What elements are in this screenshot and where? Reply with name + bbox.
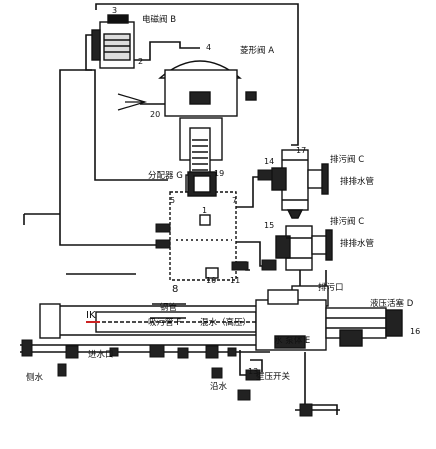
- label-drain-outlet: 排污口: [318, 282, 344, 293]
- drain-valve-upper: [271, 149, 329, 219]
- control-line-outer: [59, 69, 160, 246]
- part-16: 16: [410, 327, 420, 336]
- part-7: 7: [232, 196, 237, 205]
- part-3: 3: [112, 6, 117, 15]
- label-ik: IK: [86, 310, 96, 321]
- part-5: 5: [170, 196, 175, 205]
- component-labels: 电磁阀 B 菱形阀 A 分配器 G 排污阀 C 排排水管 排污阀 C 排排水管 …: [26, 14, 414, 392]
- nozzle-20: [117, 93, 148, 111]
- label-steel-pipe: 钢管: [160, 302, 177, 313]
- part-19: 19: [214, 169, 224, 178]
- solenoid-valve-b: [91, 14, 135, 69]
- label-hydraulic-cylinder: 液压活塞 D: [370, 298, 414, 309]
- part-11: 11: [230, 276, 240, 285]
- main-assembly: [39, 289, 403, 351]
- label-pressure-switch: 壁压开关: [256, 371, 291, 382]
- dash-marks: [66, 273, 186, 319]
- dist-to-drain-upper: [236, 176, 272, 208]
- label-drain-pipe-upper: 排排水管: [340, 176, 374, 187]
- label-diaphragm-valve: 菱形阀 A: [240, 45, 274, 56]
- control-line-top: [95, 3, 299, 146]
- fittings: [155, 169, 277, 271]
- bottom-fittings: [21, 339, 313, 417]
- label-solenoid-valve: 电磁阀 B: [142, 14, 176, 25]
- part-2: 2: [138, 57, 143, 66]
- part-1: 1: [202, 206, 207, 215]
- label-side-water: 侧水: [26, 372, 44, 383]
- label-drain-water: 沿水: [210, 381, 228, 392]
- part-15: 15: [264, 221, 274, 230]
- part-13: 13: [248, 367, 258, 376]
- label-drain-pipe-lower: 排排水管: [340, 238, 374, 249]
- drain-valve-lower: [275, 225, 333, 271]
- part-4: 4: [206, 43, 211, 52]
- label-8: 8: [172, 284, 178, 295]
- part-10: 10: [206, 276, 216, 285]
- label-water-pump: 水 泵体 E: [274, 335, 310, 346]
- label-water-inlet: 进水口: [88, 349, 114, 360]
- part-17: 17: [296, 146, 306, 155]
- label-drain-valve-upper: 排污阀 C: [330, 154, 364, 165]
- label-suction-pipe: 吸污管 F: [148, 317, 181, 328]
- part-20: 20: [150, 110, 160, 119]
- solenoid-to-valve: [134, 41, 200, 61]
- label-drain-valve-lower: 排污阀 C: [330, 216, 364, 227]
- part-number-labels: 3 4 2 20 19 17 14 5 7 1 15 10 11 16 13: [112, 6, 420, 376]
- label-mixing-chamber: 混水（高压）: [200, 317, 251, 328]
- label-distributor: 分配器 G: [148, 171, 183, 181]
- distributor-g: [169, 171, 237, 281]
- part-14: 14: [264, 157, 274, 166]
